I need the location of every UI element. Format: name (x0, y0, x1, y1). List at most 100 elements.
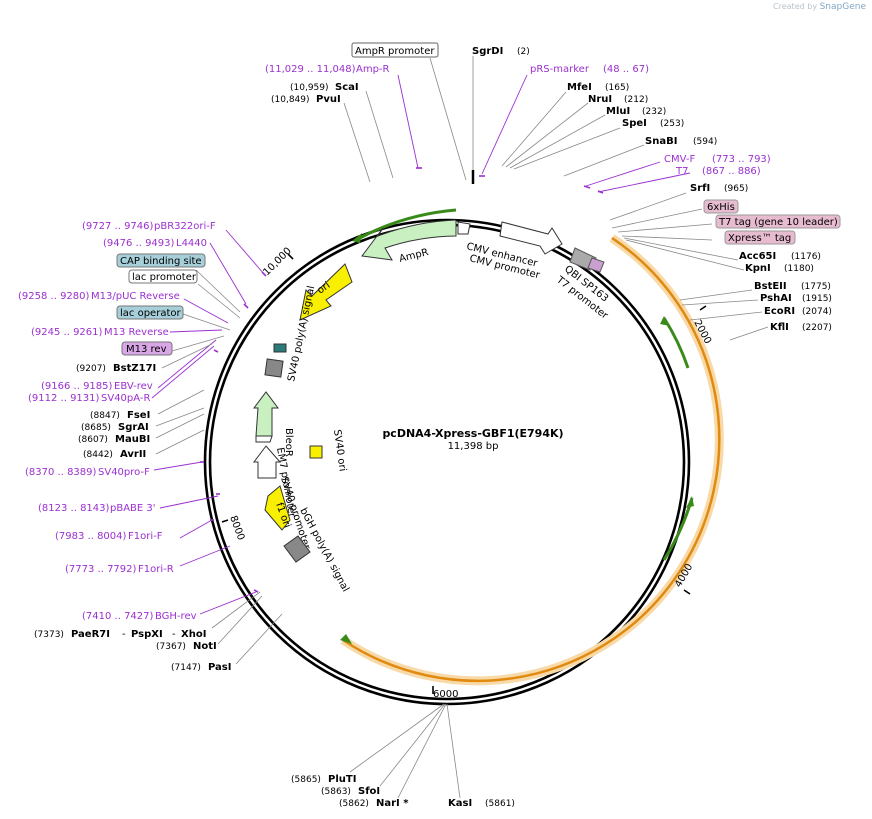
tick-label-6000: 6000 (433, 689, 458, 700)
enzyme-bstz17i[interactable]: BstZ17I (113, 363, 156, 374)
enzyme-kasi[interactable]: KasI (448, 798, 472, 809)
enzyme-pluti-pos: (5865) (291, 775, 321, 785)
enzyme-maubi[interactable]: MauBI (115, 434, 150, 445)
enzyme-scai[interactable]: ScaI (335, 82, 359, 93)
enzyme-bsteii[interactable]: BstEII (754, 281, 787, 292)
primer-m13-reverse[interactable]: M13 Reverse (104, 327, 169, 338)
enzyme-mfei-pos: (165) (605, 83, 629, 93)
t7-promoter-feature (587, 257, 605, 273)
leader-prs-marker (481, 74, 528, 175)
leader-kasi (446, 703, 461, 799)
primer-f1ori-f[interactable]: F1ori-F (128, 531, 163, 542)
enzyme-paer7i-pos: (7373) (34, 630, 64, 640)
leader-srfi (609, 192, 687, 221)
ampr-promoter-text: AmpR promoter (355, 46, 435, 57)
primer-site-marks (200, 167, 604, 593)
primer-amp-r[interactable]: Amp-R (356, 64, 390, 75)
enzyme-nari[interactable]: NarI * (376, 798, 409, 809)
enzyme-kasi-pos: (5861) (485, 799, 515, 809)
t7-tag-text[interactable]: T7 tag (gene 10 leader) (718, 217, 838, 228)
xpress-tag-text[interactable]: Xpress™ tag (728, 233, 791, 244)
primer-t7[interactable]: T7 (675, 166, 688, 177)
enzyme-maubi-pos: (8607) (78, 435, 108, 445)
enzyme-sgrai[interactable]: SgrAI (118, 422, 149, 433)
leader-kpni (625, 239, 745, 271)
enzyme-kfli[interactable]: KflI (770, 322, 789, 333)
enzyme-avrii[interactable]: AvrII (120, 449, 146, 460)
primer-m13-puc-reverse-pos: (9258 .. 9280) (18, 291, 90, 302)
tick-4000 (683, 589, 691, 595)
enzyme-pspxi[interactable]: PspXI (131, 629, 163, 640)
top-primer-leaders (397, 74, 691, 193)
enzyme-spei[interactable]: SpeI (622, 118, 647, 129)
enzyme-avrii-pos: (8442) (83, 450, 113, 460)
bleor-label: BleoR (283, 428, 294, 457)
bottom-leader-lines (349, 703, 461, 799)
primer-prs-marker-pos: (48 .. 67) (603, 64, 649, 75)
lac-operator-text[interactable]: lac operator (120, 308, 181, 319)
leader-bsteii (679, 289, 753, 301)
6xhis-text[interactable]: 6xHis (707, 202, 735, 213)
cap-site-box (116, 253, 206, 268)
enzyme-noti[interactable]: NotI (193, 641, 217, 652)
mark-t7 (597, 190, 604, 194)
primer-prs-marker[interactable]: pRS-marker (530, 64, 590, 75)
enzyme-kpni[interactable]: KpnI (745, 263, 771, 274)
primer-pbabe-3-pos: (8123 .. 8143) (38, 503, 110, 514)
enzyme-fsei[interactable]: FseI (127, 410, 150, 421)
enzyme-acc65i[interactable]: Acc65I (739, 251, 776, 262)
m13-rev-box (121, 341, 173, 356)
primer-pbabe-3[interactable]: pBABE 3' (110, 503, 156, 514)
enzyme-ecori[interactable]: EcoRI (764, 306, 795, 317)
primer-m13-puc-reverse[interactable]: M13/pUC Reverse (91, 291, 180, 302)
enzyme-mfei[interactable]: MfeI (567, 82, 592, 93)
cap-site-text[interactable]: CAP binding site (120, 256, 202, 267)
m13-rev-text[interactable]: M13 rev (126, 344, 167, 355)
primer-pbr322ori-f[interactable]: pBR322ori-F (154, 221, 216, 232)
enzyme-scai-pos: (10,959) (290, 83, 329, 93)
watermark: Created by SnapGene (773, 2, 866, 12)
enzyme-srfi[interactable]: SrfI (690, 183, 710, 194)
leader-lac-operator (182, 313, 231, 331)
primer-f1ori-f-pos: (7983 .. 8004) (55, 531, 127, 542)
primer-cmv-f-pos: (773 .. 793) (712, 154, 771, 165)
primer-cmv-f[interactable]: CMV-F (664, 154, 695, 165)
enzyme-nrui-pos: (212) (624, 95, 648, 105)
mark-ebv-rev (213, 349, 219, 353)
ampr-promoter-box (351, 42, 439, 58)
ampr-orf-arrowhead (352, 233, 362, 243)
enzyme-pshai[interactable]: PshAI (760, 293, 792, 304)
cmv-enhancer-arrow (499, 221, 563, 255)
left-leader-lines (155, 269, 283, 665)
orf-green-1-arrowhead (660, 316, 670, 326)
primer-sv40pro-f[interactable]: SV40pro-F (98, 467, 150, 478)
primer-bgh-rev[interactable]: BGH-rev (155, 611, 197, 622)
leader-6xhis (611, 208, 703, 229)
enzyme-snabi[interactable]: SnaBI (645, 136, 677, 147)
leader-cmv-f (585, 161, 661, 187)
leader-pluti (349, 703, 445, 773)
enzyme-sgrdi[interactable]: SgrDI (472, 46, 503, 57)
enzyme-sfoi-pos: (5863) (321, 787, 351, 797)
leader-t7 (597, 172, 691, 193)
primer-l4440[interactable]: L4440 (176, 238, 207, 249)
enzyme-xhoi[interactable]: XhoI (181, 629, 206, 640)
primer-f1ori-r-pos: (7773 .. 7792) (65, 564, 137, 575)
enzyme-nrui[interactable]: NruI (588, 94, 612, 105)
enzyme-pvui-pos: (10,849) (271, 95, 310, 105)
leader-pasi (235, 613, 283, 665)
primer-ebv-rev[interactable]: EBV-rev (114, 381, 153, 392)
ampr-orf-arc (355, 208, 457, 242)
primer-pbr322ori-f-pos: (9727 .. 9746) (82, 221, 154, 232)
primer-f1ori-r[interactable]: F1ori-R (138, 564, 174, 575)
gbf1-orf-highlight (340, 234, 724, 686)
enzyme-mlui[interactable]: MluI (606, 106, 630, 117)
enzyme-pvui[interactable]: PvuI (316, 94, 341, 105)
lac-promoter-text[interactable]: lac promoter (132, 272, 197, 283)
primer-sv40pa-r[interactable]: SV40pA-R (101, 393, 150, 404)
enzyme-pluti[interactable]: PluTI (328, 774, 356, 785)
enzyme-pasi[interactable]: PasI (208, 662, 231, 673)
enzyme-sfoi[interactable]: SfoI (358, 786, 380, 797)
enzyme-paer7i[interactable]: PaeR7I (71, 629, 110, 640)
mark-l4440 (243, 303, 249, 309)
